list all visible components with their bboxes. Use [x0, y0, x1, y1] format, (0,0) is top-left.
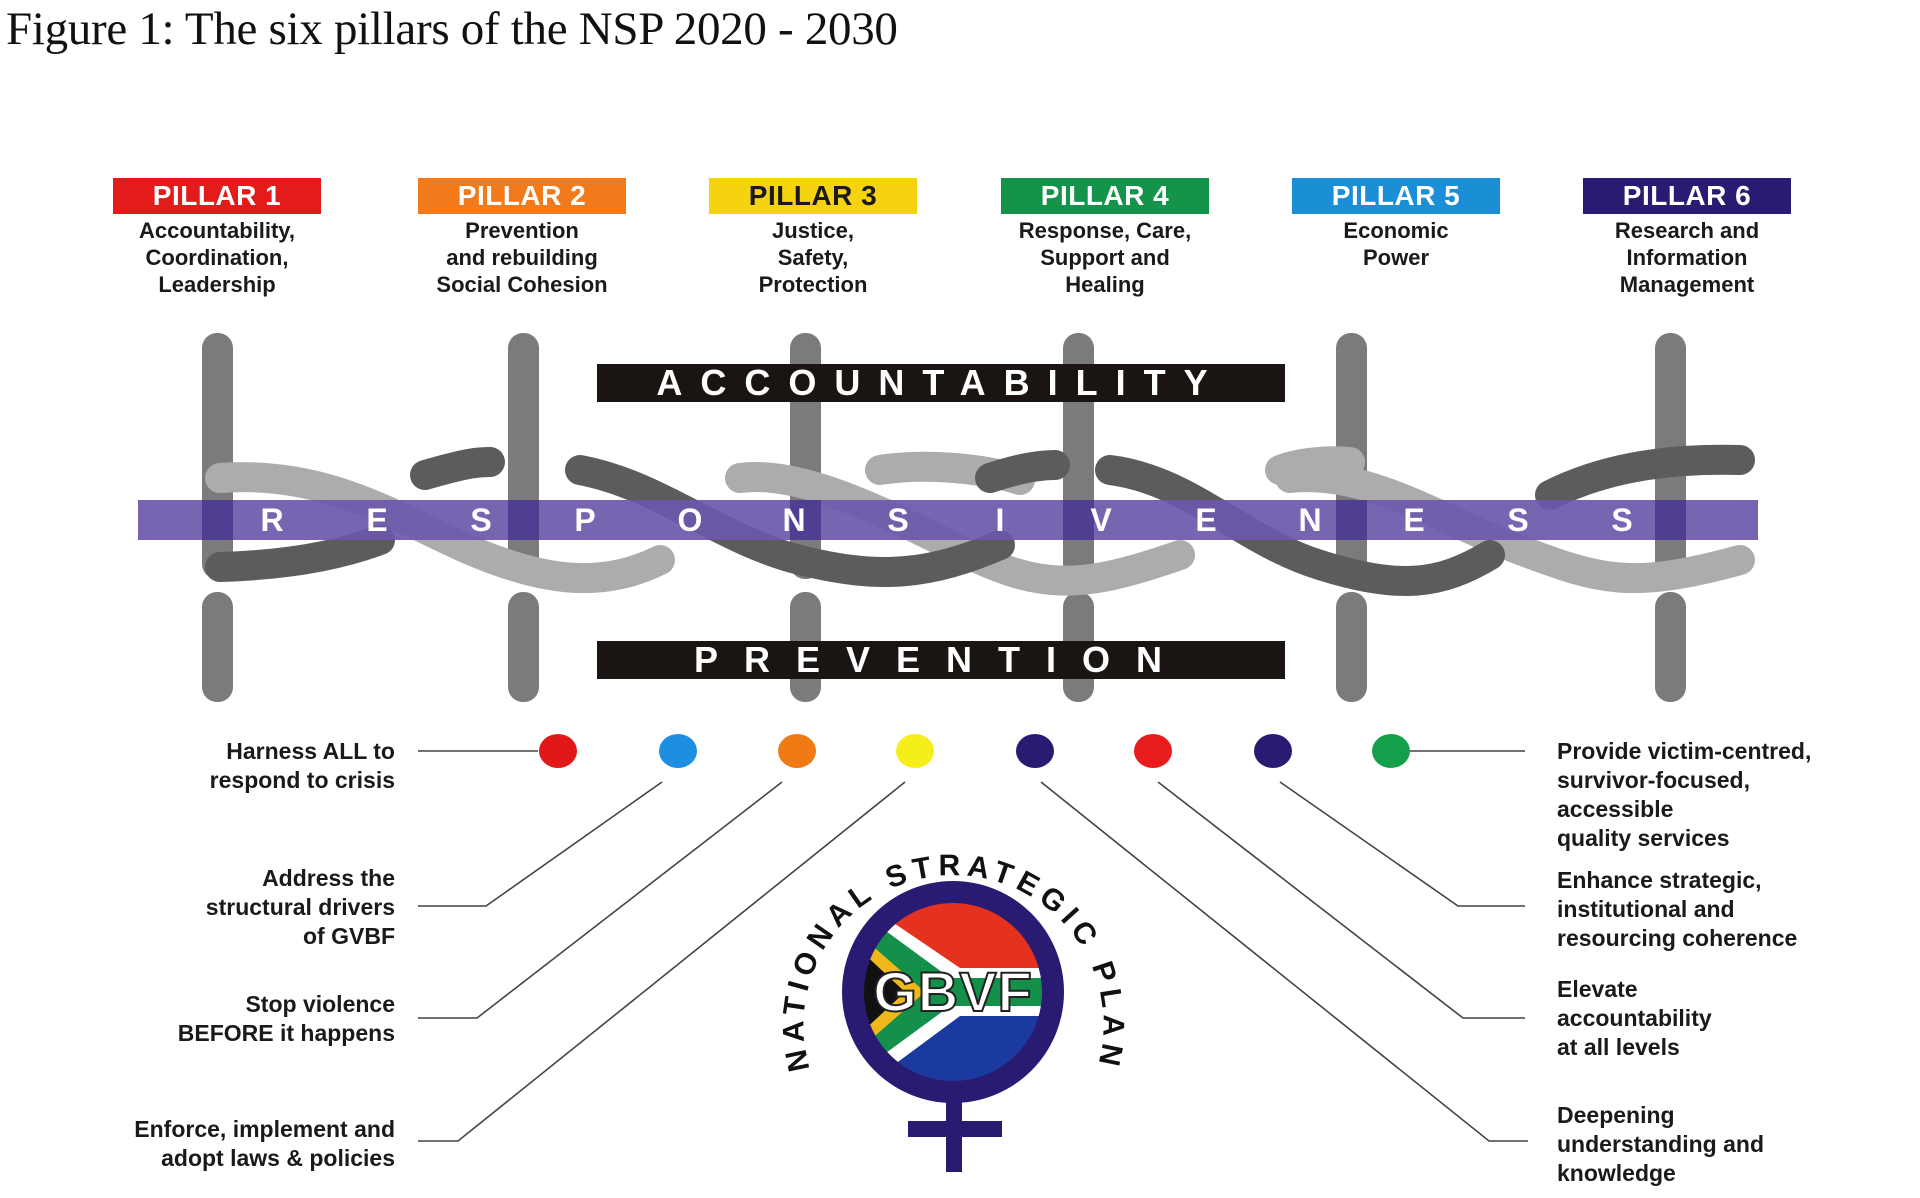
- dot-yellow: [896, 734, 934, 768]
- goal-enforce-laws: Enforce, implement and adopt laws & poli…: [134, 1116, 395, 1171]
- leader-lines-right: [1040, 750, 1528, 1142]
- pillar-5-header: PILLAR 5 Economic Power: [1276, 178, 1516, 271]
- goal-elevate-accountability: Elevate accountability at all levels: [1557, 976, 1712, 1060]
- pillar-2-badge: PILLAR 2: [418, 178, 626, 214]
- pillar-6-description: Research and Information Management: [1614, 218, 1760, 297]
- responsiveness-letter: S: [1611, 502, 1633, 538]
- goal-structural-drivers: Address the structural drivers of GVBF: [205, 865, 395, 949]
- responsiveness-letter: I: [995, 502, 1005, 538]
- responsiveness-letter: E: [366, 502, 388, 538]
- figure-title: Figure 1: The six pillars of the NSP 202…: [6, 3, 898, 55]
- responsiveness-letter: S: [1507, 502, 1529, 538]
- dot-blue: [659, 734, 697, 768]
- responsiveness-letter: P: [574, 502, 596, 538]
- responsiveness-letter: E: [1403, 502, 1425, 538]
- pillar-1-description: Accountability, Coordination, Leadership: [138, 218, 296, 297]
- responsiveness-letter: O: [677, 502, 703, 538]
- dot-red: [1134, 734, 1172, 768]
- goal-stop-violence: Stop violence BEFORE it happens: [177, 991, 395, 1046]
- leader-lines-left: [418, 750, 906, 1142]
- pillar-4-description: Response, Care, Support and Healing: [1018, 218, 1192, 297]
- pillar-1-badge: PILLAR 1: [113, 178, 321, 214]
- band-pillar-overlaps: [202, 500, 1686, 540]
- pillar-3-description: Justice, Safety, Protection: [758, 218, 868, 297]
- pillar-3-header: PILLAR 3 Justice, Safety, Protection: [693, 178, 933, 298]
- responsiveness-band: [138, 500, 1758, 540]
- goal-deepening-knowledge: Deepening understanding and knowledge: [1557, 1102, 1764, 1186]
- dot-orange: [778, 734, 816, 768]
- goal-harness-all: Harness ALL to respond to crisis: [209, 738, 395, 793]
- gbvf-text: GBVF: [873, 960, 1033, 1023]
- dot-navy: [1254, 734, 1292, 768]
- responsiveness-letter: S: [887, 502, 909, 538]
- responsiveness-letter: S: [470, 502, 492, 538]
- dot-red: [539, 734, 577, 768]
- pillar-5-badge: PILLAR 5: [1292, 178, 1500, 214]
- woven-strands: [205, 444, 1755, 596]
- goal-strategic-coherence: Enhance strategic, institutional and res…: [1557, 867, 1798, 951]
- responsiveness-letter: E: [1195, 502, 1217, 538]
- responsiveness-label: R E S P O N S I V E N E S S: [138, 500, 1758, 540]
- pillar-5-description: Economic Power: [1343, 218, 1449, 270]
- goal-victim-centred-services: Provide victim-centred, survivor-focused…: [1557, 738, 1812, 851]
- prevention-label: PREVENTION: [597, 639, 1285, 680]
- dot-navy: [1016, 734, 1054, 768]
- responsiveness-letter: N: [1298, 502, 1322, 538]
- pillar-6-header: PILLAR 6 Research and Information Manage…: [1567, 178, 1807, 298]
- gbvf-logo: GBVF NATIONAL STRATEGIC PLAN: [777, 849, 1124, 1172]
- responsiveness-letter: R: [260, 502, 284, 538]
- accountability-label: ACCOUNTABILITY: [597, 362, 1285, 403]
- pillar-2-description: Prevention and rebuilding Social Cohesio…: [436, 218, 608, 297]
- pillar-2-header: PILLAR 2 Prevention and rebuilding Socia…: [402, 178, 642, 298]
- pillar-6-badge: PILLAR 6: [1583, 178, 1791, 214]
- pillar-4-badge: PILLAR 4: [1001, 178, 1209, 214]
- dot-green: [1372, 734, 1410, 768]
- pillar-1-header: PILLAR 1 Accountability, Coordination, L…: [97, 178, 337, 298]
- responsiveness-letter: V: [1090, 502, 1112, 538]
- pillar-4-header: PILLAR 4 Response, Care, Support and Hea…: [985, 178, 1225, 298]
- responsiveness-letter: N: [782, 502, 806, 538]
- pillar-3-badge: PILLAR 3: [709, 178, 917, 214]
